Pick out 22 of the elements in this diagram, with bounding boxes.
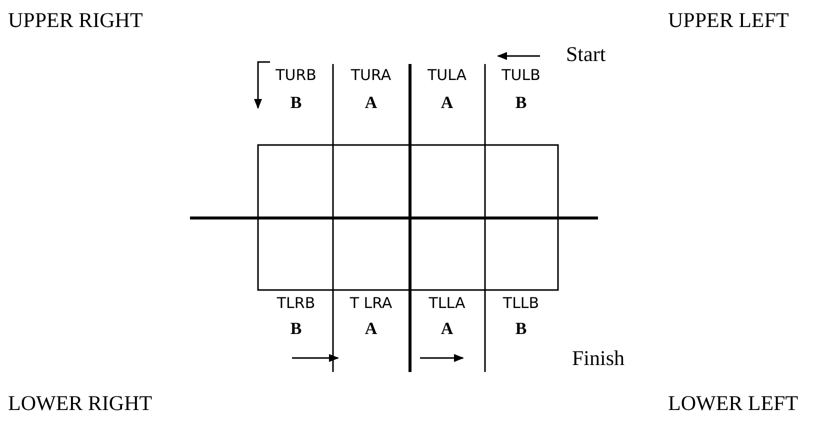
quadrant-label: UPPER RIGHT (8, 10, 143, 31)
cell-letter: B (515, 320, 527, 337)
cell-code: TLRB (276, 296, 316, 311)
quadrant-label: LOWER LEFT (668, 393, 798, 414)
cell-code: TURA (350, 68, 392, 83)
cell-letter: A (364, 320, 378, 337)
finish-label: Finish (572, 348, 625, 369)
start-label: Start (566, 44, 606, 65)
cell-code: TULA (427, 68, 467, 83)
cell-letter: A (440, 94, 454, 111)
cell-code: T LRA (350, 296, 392, 311)
quadrant-label: UPPER LEFT (668, 10, 789, 31)
cell-code: TLLB (502, 296, 540, 311)
cell-letter: B (290, 320, 302, 337)
cell-code: TLLA (428, 296, 466, 311)
cell-code: TULB (502, 68, 540, 83)
quadrant-label: LOWER RIGHT (8, 393, 152, 414)
cell-code: TURB (276, 68, 316, 83)
cell-letter: A (364, 94, 378, 111)
cell-letter: A (440, 320, 454, 337)
cell-letter: B (515, 94, 527, 111)
cell-letter: B (290, 94, 302, 111)
